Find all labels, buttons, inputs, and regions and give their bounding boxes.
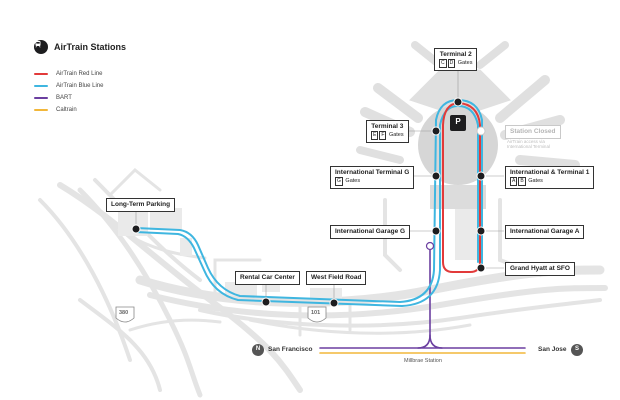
station-name: Terminal 2 — [439, 51, 472, 58]
station-label-west-field[interactable]: West Field Road — [306, 271, 367, 286]
station-name: Rental Car Center — [240, 274, 295, 281]
parking-sign-icon — [450, 115, 466, 131]
station-label-garage-a[interactable]: International Garage A — [505, 225, 585, 240]
station-marker-garage-g — [431, 226, 441, 236]
south-letter: S — [574, 346, 579, 352]
station-marker-terminal2 — [453, 97, 463, 107]
gate-letter: E — [371, 131, 379, 141]
gate-letter: D — [447, 59, 456, 69]
airtrain-red-line — [442, 102, 481, 273]
north-letter: N — [255, 346, 261, 352]
parking-letter: P — [455, 117, 461, 126]
legend-item-label: BART — [56, 95, 72, 101]
city-san-jose: San Jose — [538, 346, 567, 353]
gates-word: Gates — [457, 60, 473, 67]
highway-101-label: 101 — [311, 310, 321, 316]
station-name: International & Terminal 1 — [510, 169, 590, 176]
leader-lines — [135, 70, 504, 299]
station-markers — [131, 97, 486, 308]
bart-swatch — [34, 97, 48, 99]
station-marker-garage-a — [476, 226, 486, 236]
station-name: Long-Term Parking — [111, 201, 171, 208]
station-label-intl-g[interactable]: International Terminal G G Gates — [330, 166, 415, 190]
gate-letter: G — [335, 177, 343, 187]
legend-title: AirTrain Stations — [34, 40, 126, 54]
legend-title-text: AirTrain Stations — [54, 42, 127, 52]
gates-word: Gates — [528, 178, 543, 185]
station-label-closed: Station Closed — [505, 125, 561, 140]
legend-item-bart: BART — [34, 92, 126, 104]
station-name: Grand Hyatt at SFO — [510, 265, 570, 272]
highway-101-shield-icon — [307, 306, 327, 323]
highway-380-shield-icon — [115, 306, 135, 323]
south-direction-icon — [571, 344, 583, 356]
legend-item-label: AirTrain Red Line — [56, 71, 103, 77]
station-label-grand-hyatt[interactable]: Grand Hyatt at SFO — [505, 262, 575, 277]
city-san-francisco: San Francisco — [268, 346, 313, 353]
gates-word: Gates — [388, 132, 404, 139]
station-name: International Terminal G — [335, 169, 410, 176]
station-closed-note: AirTrain access via International Termin… — [507, 139, 550, 150]
station-name: West Field Road — [311, 274, 362, 281]
blue-line-swatch — [34, 85, 48, 87]
bart-station-marker — [425, 241, 435, 251]
legend-item-blue: AirTrain Blue Line — [34, 80, 126, 92]
station-marker-intl-g — [431, 171, 441, 181]
airtrain-station-icon — [34, 40, 48, 54]
gate-letter: F — [379, 131, 387, 141]
gates-info: G Gates — [335, 177, 409, 187]
station-label-long-term[interactable]: Long-Term Parking — [106, 198, 176, 213]
station-label-rental-car[interactable]: Rental Car Center — [235, 271, 300, 286]
rail-corridor — [319, 245, 526, 354]
millbrae-station-label: Millbrae Station — [404, 358, 442, 364]
legend-item-red: AirTrain Red Line — [34, 68, 126, 80]
red-line-swatch — [34, 73, 48, 75]
station-name: International Garage G — [335, 228, 406, 235]
legend: AirTrain Stations AirTrain Red Line AirT… — [34, 40, 126, 116]
station-marker-grand-hyatt — [476, 263, 486, 273]
gates-word: Gates — [345, 178, 361, 185]
north-direction-icon — [252, 344, 264, 356]
legend-item-caltrain: Caltrain — [34, 104, 126, 116]
gate-letter: C — [439, 59, 447, 69]
station-marker-closed — [476, 126, 486, 136]
station-marker-intl-t1 — [476, 171, 486, 181]
station-name: International Garage A — [510, 228, 580, 235]
station-marker-terminal3 — [431, 126, 441, 136]
station-marker-west-field — [329, 298, 339, 308]
gate-letter: A — [510, 177, 518, 187]
legend-item-label: Caltrain — [56, 107, 77, 113]
station-marker-rental-car — [261, 297, 271, 307]
station-marker-long-term — [131, 224, 141, 234]
station-name: Station Closed — [510, 128, 556, 135]
caltrain-swatch — [34, 109, 48, 111]
legend-item-label: AirTrain Blue Line — [56, 83, 104, 89]
gate-letter: B — [518, 177, 526, 187]
station-label-garage-g[interactable]: International Garage G — [330, 225, 411, 240]
highway-380-label: 380 — [119, 310, 129, 316]
station-name: Terminal 3 — [371, 123, 404, 130]
